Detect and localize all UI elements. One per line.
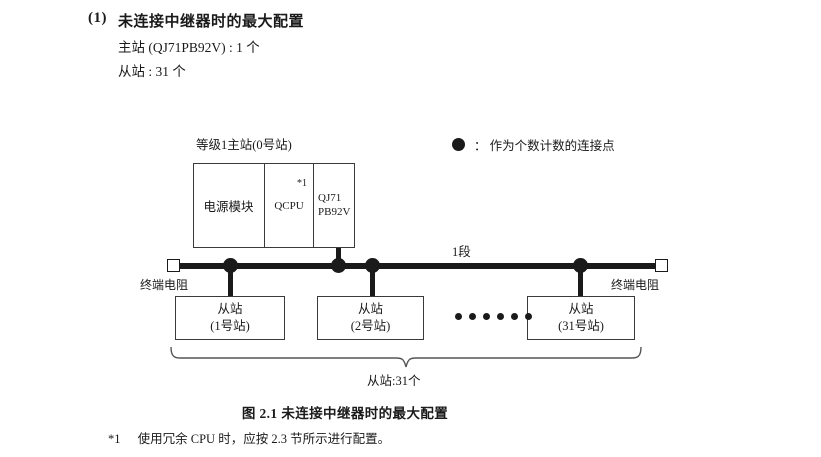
drop-line-master <box>336 248 341 266</box>
legend-label: ： 作为个数计数的连接点 <box>474 139 615 153</box>
rack-cell-cpu-footnote-mark: *1 <box>297 178 307 189</box>
footnote-text: 使用冗余 CPU 时，应按 2.3 节所示进行配置。 <box>137 432 391 446</box>
ellipsis-dot <box>497 313 504 320</box>
slave-station-box: 从站 (2号站) <box>317 296 424 340</box>
slave-station-box: 从站 (31号站) <box>527 296 635 340</box>
slave-name: 从站 <box>217 302 243 317</box>
ellipsis-dot <box>455 313 462 320</box>
network-module-line2: PB92V <box>318 205 351 218</box>
connection-point-dot <box>365 258 380 273</box>
connection-point-dot <box>223 258 238 273</box>
slave-count-brace <box>170 346 642 368</box>
ellipsis-dots <box>455 313 532 320</box>
drop-line-slave-2 <box>370 266 375 297</box>
network-module-line1: QJ71 <box>318 191 342 204</box>
slave-name: 从站 <box>357 302 383 317</box>
heading-number: (1) <box>88 10 107 26</box>
connection-point-dot <box>331 258 346 273</box>
ellipsis-dot <box>525 313 532 320</box>
terminator-label-right: 终端电阻 <box>611 278 660 292</box>
rack-divider <box>313 163 314 248</box>
ellipsis-dot <box>483 313 490 320</box>
rack-title: 等级1主站(0号站) <box>196 138 292 152</box>
drop-line-slave-1 <box>228 266 233 297</box>
legend: ： 作为个数计数的连接点 <box>452 135 615 154</box>
slave-count-label: 从站:31个 <box>367 374 421 388</box>
footnote: *1 使用冗余 CPU 时，应按 2.3 节所示进行配置。 <box>108 428 390 447</box>
rack-cell-cpu: QCPU <box>274 199 304 212</box>
ellipsis-dot <box>469 313 476 320</box>
filled-circle-icon <box>452 138 465 151</box>
figure-caption: 图 2.1 未连接中继器时的最大配置 <box>241 406 449 421</box>
slave-station-box: 从站 (1号站) <box>175 296 285 340</box>
rack-divider <box>264 163 265 248</box>
terminator-label-left: 终端电阻 <box>140 278 189 292</box>
bus-line <box>176 263 660 269</box>
slave-station-number: (31号站) <box>558 319 604 333</box>
master-rack <box>193 163 355 248</box>
connection-point-dot <box>573 258 588 273</box>
slave-name: 从站 <box>568 302 594 317</box>
spec-slave-count: 从站 : 31 个 <box>118 64 186 79</box>
segment-label: 1段 <box>452 245 471 259</box>
ellipsis-dot <box>511 313 518 320</box>
rack-cell-network-module: QJ71 PB92V <box>314 163 355 248</box>
terminator-resistor-right-icon <box>655 259 668 272</box>
slave-station-number: (1号站) <box>210 319 250 333</box>
footnote-mark: *1 <box>108 432 121 446</box>
slave-station-number: (2号站) <box>350 319 391 333</box>
drop-line-slave-3 <box>578 266 583 297</box>
page-title: 未连接中继器时的最大配置 <box>118 14 305 30</box>
terminator-resistor-left-icon <box>167 259 180 272</box>
rack-cell-power-module: 电源模块 <box>203 200 254 214</box>
spec-master-count: 主站 (QJ71PB92V) : 1 个 <box>118 40 260 55</box>
